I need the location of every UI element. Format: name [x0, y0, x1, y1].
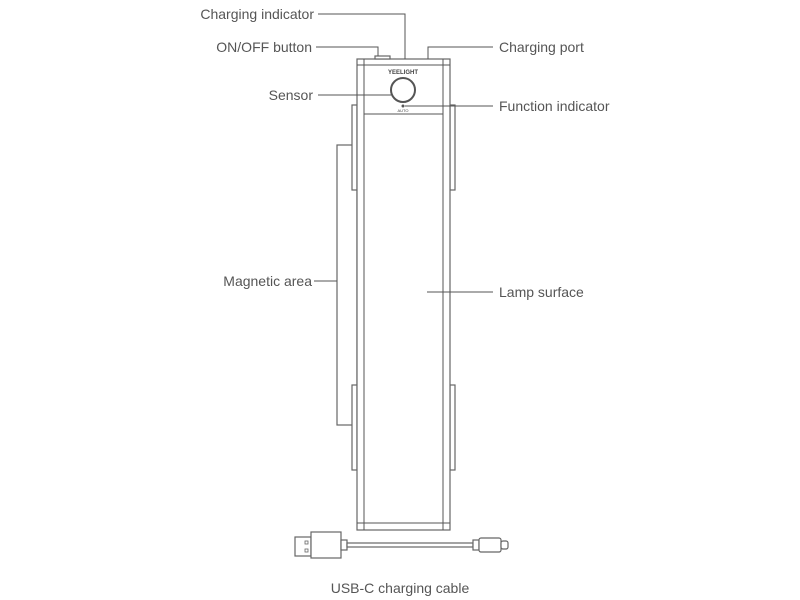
on-off-button: [374, 55, 391, 60]
on-off-leader: [316, 46, 379, 56]
label-charging-port: Charging port: [499, 39, 584, 55]
side-bump: [351, 104, 358, 191]
charging-port-leader: [427, 46, 493, 59]
function-indicator-dot: [401, 104, 405, 108]
charging-indicator-leader: [318, 13, 406, 59]
usb-a-housing: [310, 531, 342, 559]
brand-logo: YEELIGHT: [388, 70, 418, 76]
label-usb-c-cable: USB-C charging cable: [331, 580, 470, 596]
label-lamp-surface: Lamp surface: [499, 284, 584, 300]
usb-a-plug: [294, 536, 312, 557]
cable-wire: [346, 542, 474, 548]
usb-c-plug: [500, 540, 509, 550]
sensor: [390, 77, 416, 103]
label-function-indicator: Function indicator: [499, 98, 610, 114]
label-charging-indicator: Charging indicator: [200, 6, 314, 22]
label-on-off-button: ON/OFF button: [216, 39, 312, 55]
label-sensor: Sensor: [269, 87, 314, 103]
side-bump: [449, 384, 456, 471]
label-magnetic-area: Magnetic area: [223, 273, 312, 289]
lamp-body: [356, 58, 451, 531]
side-bump: [449, 104, 456, 191]
side-bump: [351, 384, 358, 471]
usb-c-housing: [478, 537, 502, 553]
auto-label: AUTO: [397, 108, 408, 113]
usb-c-cable: [294, 531, 509, 559]
